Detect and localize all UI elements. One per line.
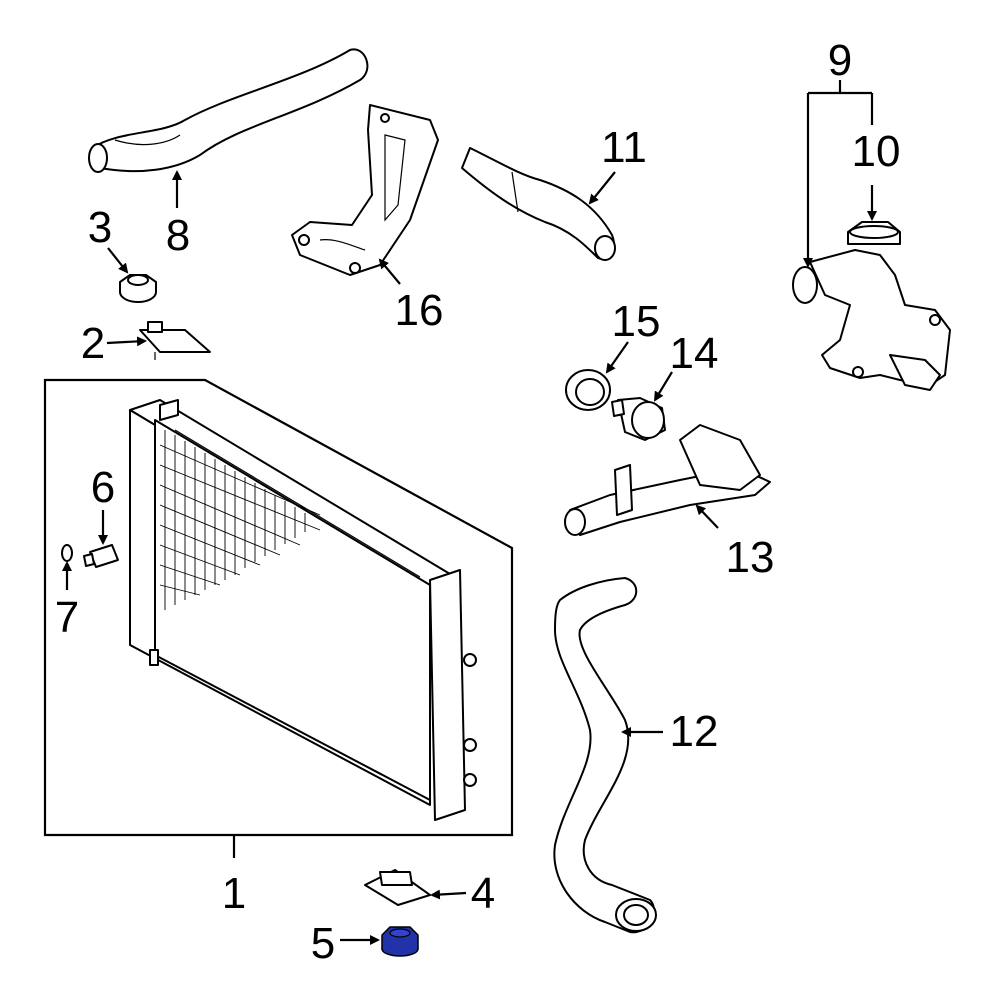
upper-hose-part[interactable] bbox=[88, 48, 369, 173]
leader-9 bbox=[803, 80, 874, 268]
callout-13: 13 bbox=[726, 533, 775, 582]
callout-14: 14 bbox=[670, 329, 719, 378]
o-ring-part[interactable] bbox=[61, 544, 73, 562]
drain-cock-part[interactable] bbox=[83, 544, 119, 568]
callout-4: 4 bbox=[471, 869, 495, 918]
leader-11 bbox=[588, 171, 616, 205]
thermostat-part[interactable] bbox=[611, 397, 666, 441]
callout-2: 2 bbox=[81, 319, 105, 368]
callout-5: 5 bbox=[311, 919, 335, 968]
leader-4 bbox=[430, 889, 467, 900]
bypass-hose-part[interactable] bbox=[461, 147, 616, 261]
lower-cushion-part[interactable] bbox=[381, 926, 419, 957]
callout-11: 11 bbox=[601, 123, 647, 172]
radiator-core-fins bbox=[159, 430, 321, 610]
callout-10: 10 bbox=[852, 127, 901, 176]
upper-bracket-part[interactable] bbox=[139, 321, 211, 360]
callout-8: 8 bbox=[166, 211, 190, 260]
leader-lines bbox=[62, 80, 877, 945]
callout-9: 9 bbox=[828, 36, 852, 85]
water-inlet-pipe-part[interactable] bbox=[564, 424, 771, 536]
lower-hose-part[interactable] bbox=[553, 577, 657, 934]
leader-3 bbox=[107, 247, 129, 274]
callout-6: 6 bbox=[91, 463, 115, 512]
radiator-cap-part[interactable] bbox=[847, 221, 901, 245]
leader-15 bbox=[605, 341, 629, 374]
callout-1: 1 bbox=[222, 869, 246, 918]
callout-12: 12 bbox=[670, 707, 719, 756]
leader-13 bbox=[695, 504, 719, 529]
lower-bracket-part[interactable] bbox=[364, 869, 431, 906]
callout-3: 3 bbox=[88, 203, 112, 252]
leader-14 bbox=[653, 371, 673, 402]
callout-labels: 1 2 3 4 5 6 7 8 9 10 11 12 13 14 15 16 bbox=[55, 36, 901, 968]
callout-16: 16 bbox=[395, 286, 444, 335]
leader-16 bbox=[378, 258, 401, 285]
upper-cushion-part[interactable] bbox=[119, 274, 157, 303]
mounting-bracket-part[interactable] bbox=[291, 104, 439, 276]
leader-2 bbox=[106, 336, 147, 347]
callout-15: 15 bbox=[612, 297, 661, 346]
radiator-part[interactable] bbox=[129, 399, 477, 821]
thermostat-gasket-part[interactable] bbox=[565, 369, 611, 411]
callout-7: 7 bbox=[55, 593, 79, 642]
radiator-group-outline bbox=[43, 378, 514, 858]
water-outlet-part[interactable] bbox=[792, 249, 951, 391]
